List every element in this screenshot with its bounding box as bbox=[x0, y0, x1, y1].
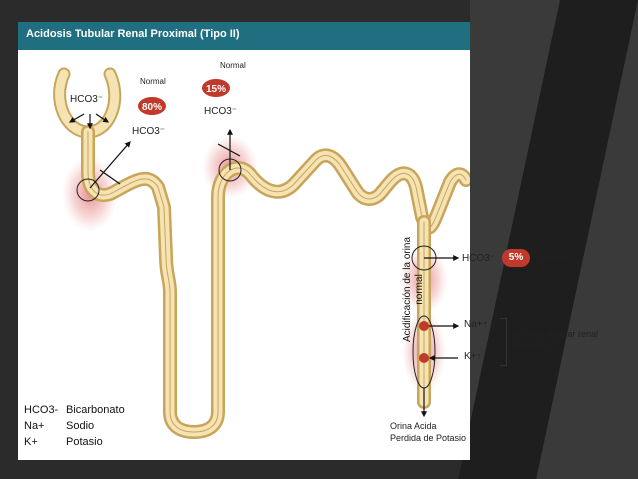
legend-abbr: HCO3- bbox=[24, 404, 59, 416]
proximal-percent: 80% bbox=[142, 102, 162, 113]
outcome-label: Orina Acida Perdida de Potasio bbox=[390, 420, 466, 444]
glomerulus-arrows bbox=[68, 113, 109, 130]
legend-meaning: Bicarbonato bbox=[66, 404, 125, 416]
outcome-line2: Perdida de Potasio bbox=[390, 433, 467, 443]
disorder-line2: Proximal bbox=[512, 341, 548, 351]
nephron-diagram: HCO3⁻ Normal 80% HCO3⁻ Normal 15% HCO3⁻ … bbox=[53, 61, 470, 439]
distal-percent: 5% bbox=[508, 252, 524, 263]
exchange-marker-k bbox=[419, 353, 429, 363]
loop-status: Normal bbox=[220, 61, 246, 70]
glomerulus-ion-label: HCO3⁻ bbox=[70, 94, 103, 105]
legend-abbr: K+ bbox=[24, 436, 38, 448]
vertical-label-line1: Acidificación de la orina bbox=[402, 236, 413, 342]
disorder-bracket bbox=[500, 318, 507, 366]
disorder-label: Acidosis tubular renal Proximal bbox=[512, 328, 598, 352]
proximal-status: Normal bbox=[140, 77, 166, 86]
legend-meaning: Potasio bbox=[66, 436, 103, 448]
legend-meaning: Sodio bbox=[66, 420, 95, 432]
legend: HCO3- Bicarbonato Na+ Sodio K+ Potasio bbox=[24, 402, 125, 450]
loop-percent-badge bbox=[202, 79, 230, 97]
k-exchange-label: K+↑ bbox=[464, 351, 482, 362]
legend-abbr: Na+ bbox=[24, 420, 45, 432]
distal-percent-badge: 5% bbox=[502, 249, 530, 267]
proximal-ion: HCO3⁻ bbox=[132, 126, 165, 137]
disorder-line1: Acidosis tubular renal bbox=[512, 329, 599, 339]
site-circle-proximal bbox=[76, 178, 100, 202]
distal-ion-label: HCO3⁻ bbox=[462, 253, 496, 264]
exchange-arrows bbox=[421, 323, 460, 418]
vertical-label-line2: normal bbox=[414, 274, 425, 305]
exchange-marker-na bbox=[419, 321, 429, 331]
loop-transport-arrow bbox=[217, 128, 241, 170]
outcome-line1: Orina Acida bbox=[390, 421, 437, 431]
loop-ion: HCO3⁻ bbox=[204, 106, 237, 117]
na-exchange-label: Na+↑ bbox=[464, 319, 488, 330]
title-banner: Acidosis Tubular Renal Proximal (Tipo II… bbox=[18, 22, 470, 50]
legend-row: K+ Potasio bbox=[24, 434, 125, 450]
distal-status: Normal bbox=[540, 253, 570, 263]
nephron-tubule bbox=[81, 125, 470, 439]
slide-canvas: Acidosis Tubular Renal Proximal (Tipo II… bbox=[18, 22, 470, 460]
loop-percent: 15% bbox=[206, 84, 226, 95]
legend-row: Na+ Sodio bbox=[24, 418, 125, 434]
vertical-label: Acidificación de la orina normal bbox=[402, 237, 426, 342]
diagram-title: Acidosis Tubular Renal Proximal (Tipo II… bbox=[26, 28, 240, 40]
proximal-percent-badge bbox=[138, 97, 166, 115]
proximal-transport-arrow bbox=[89, 141, 131, 189]
legend-row: HCO3- Bicarbonato bbox=[24, 402, 125, 418]
